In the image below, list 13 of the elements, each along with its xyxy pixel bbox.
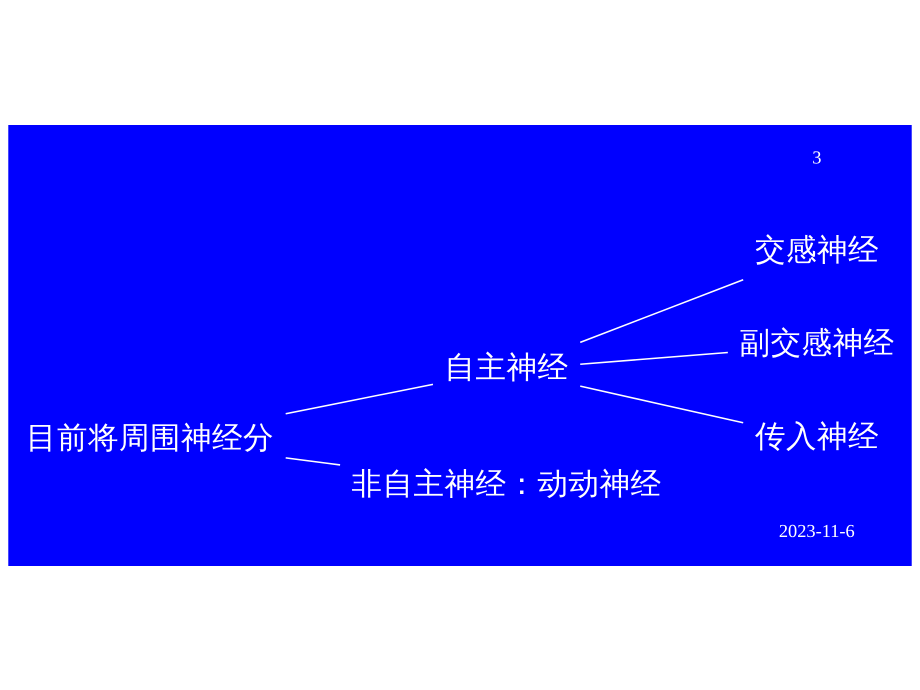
node-text: 非自主神经：动动神经: [352, 466, 662, 502]
node-text: 自主神经: [444, 350, 569, 386]
label: 3: [812, 146, 822, 167]
connector: [580, 384, 744, 423]
node-text: 传入神经: [754, 419, 879, 454]
connector: [286, 383, 434, 414]
node-text: 副交感神经: [739, 326, 894, 361]
connector: [580, 278, 744, 343]
label: 2023-11-6: [778, 520, 855, 541]
connector: [580, 351, 728, 365]
connector: [286, 456, 340, 466]
node-text: 目前将周围神经分: [26, 420, 274, 456]
node-text: 交感神经: [754, 232, 879, 268]
